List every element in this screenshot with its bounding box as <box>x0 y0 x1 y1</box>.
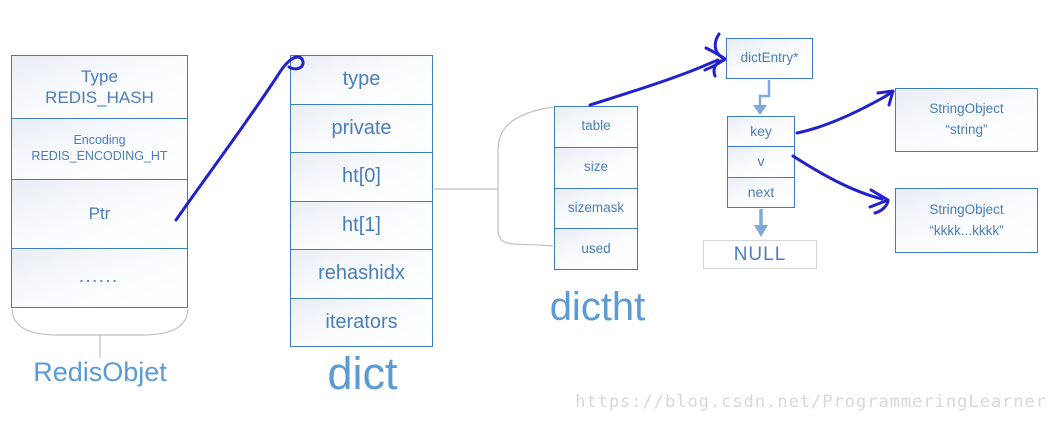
redis-object-row-type: Type REDIS_HASH <box>12 56 187 119</box>
string-object-key-title: StringObject <box>929 101 1004 117</box>
string-object-value-value: “kkkk...kkkk” <box>929 222 1004 238</box>
ptr-line: Ptr <box>88 204 111 224</box>
entry-row-v: v <box>728 147 794 178</box>
string-object-key-value: “string” <box>945 122 988 137</box>
dictentry-to-key-arrow <box>753 80 771 115</box>
entry-row-next: next <box>728 177 794 207</box>
null-label: NULL <box>704 241 816 268</box>
ellipsis-line: ...... <box>79 269 120 285</box>
type-line: Type <box>81 66 118 86</box>
dict-box: type private ht[0] ht[1] rehashidx itera… <box>290 55 433 347</box>
dictht-row-size: size <box>555 147 637 189</box>
dictht-box: table size sizemask used <box>554 106 638 270</box>
next-to-null-arrow <box>754 209 768 237</box>
dict-row-ht1: ht[1] <box>291 201 432 250</box>
string-object-value-box: StringObject “kkkk...kkkk” <box>895 188 1038 253</box>
type-value: REDIS_HASH <box>45 88 154 107</box>
ptr-to-dict-arrow <box>174 55 305 222</box>
dict-row-private: private <box>291 104 432 153</box>
redis-object-box: Type REDIS_HASH Encoding REDIS_ENCODING_… <box>11 55 188 308</box>
dict-row-ht0: ht[0] <box>291 153 432 202</box>
redis-object-label: RedisObjet <box>33 357 167 387</box>
encoding-value: REDIS_ENCODING_HT <box>31 149 168 163</box>
dictht-row-sizemask: sizemask <box>555 188 637 230</box>
redis-object-row-encoding: Encoding REDIS_ENCODING_HT <box>12 119 187 180</box>
redis-object-row-ellipsis: ...... <box>12 249 187 307</box>
entry-row-key: key <box>728 117 794 148</box>
v-to-stringobject-arrow <box>791 154 890 215</box>
key-to-stringobject-arrow <box>795 89 895 135</box>
dictentry-node-box: key v next <box>727 116 795 208</box>
redis-object-brace <box>11 308 189 358</box>
dict-row-iterators: iterators <box>291 298 432 346</box>
string-object-key-box: StringObject “string” <box>895 88 1038 152</box>
dict-row-rehashidx: rehashidx <box>291 250 432 299</box>
dictht-label: dictht <box>549 285 646 329</box>
string-object-key-cell: StringObject “string” <box>896 89 1037 151</box>
watermark-url: https://blog.csdn.net/ProgrammeringLearn… <box>575 392 1047 412</box>
dictentry-pointer-box: dictEntry* <box>726 38 813 79</box>
encoding-line: Encoding <box>73 133 126 148</box>
dict-label: dict <box>327 348 398 399</box>
string-object-value-title: StringObject <box>929 201 1004 217</box>
dictht-row-table: table <box>555 107 637 148</box>
string-object-value-cell: StringObject “kkkk...kkkk” <box>896 189 1037 252</box>
dict-row-type: type <box>291 56 432 105</box>
null-box: NULL <box>703 240 817 269</box>
table-to-dictentry-arrow <box>588 32 727 107</box>
ht0-to-dictht-brace <box>434 106 554 247</box>
dictentry-pointer-label: dictEntry* <box>727 39 812 78</box>
redis-object-row-ptr: Ptr <box>12 180 187 249</box>
dictht-row-used: used <box>555 229 637 269</box>
